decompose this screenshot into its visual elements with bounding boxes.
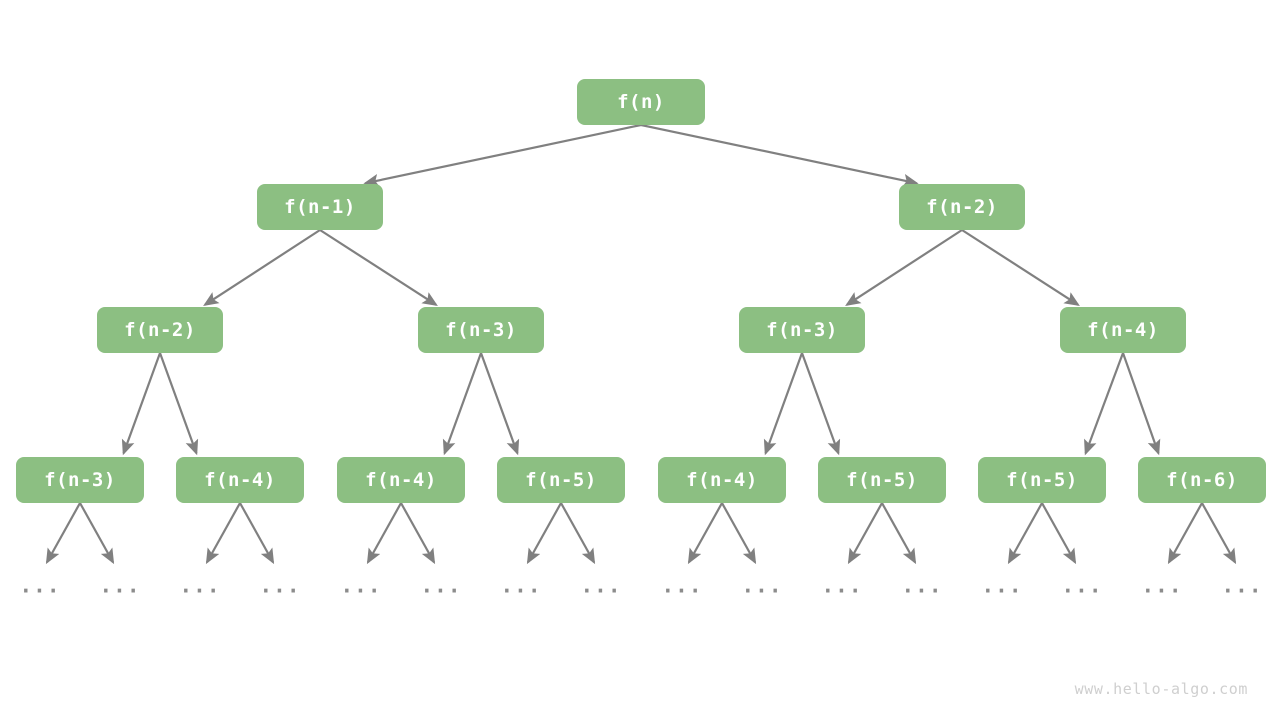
ellipsis-d14: ... — [1141, 573, 1183, 598]
leaf-edge-n13-d13 — [1041, 502, 1077, 565]
edge-n6-n14 — [1121, 352, 1161, 456]
leaf-edge-n12-d11 — [881, 502, 917, 565]
tree-node-label: f(n-4) — [365, 469, 437, 491]
ellipsis-d7: ... — [580, 573, 622, 598]
tree-node-n5: f(n-3) — [739, 307, 865, 353]
tree-node-n11: f(n-4) — [658, 457, 786, 503]
edge-n1-n4 — [319, 229, 438, 307]
tree-node-label: f(n-5) — [525, 469, 597, 491]
tree-node-n8: f(n-4) — [176, 457, 304, 503]
tree-node-label: f(n-4) — [686, 469, 758, 491]
tree-node-label: f(n-4) — [1087, 319, 1159, 341]
tree-node-label: f(n-3) — [445, 319, 517, 341]
tree-node-label: f(n-3) — [766, 319, 838, 341]
tree-node-label: f(n-5) — [1006, 469, 1078, 491]
ellipsis-d15: ... — [1221, 573, 1263, 598]
tree-node-label: f(n) — [617, 91, 665, 113]
tree-node-label: f(n-5) — [846, 469, 918, 491]
tree-node-n14: f(n-6) — [1138, 457, 1266, 503]
tree-node-label: f(n-2) — [124, 319, 196, 341]
leaf-edge-n10-d6 — [526, 502, 562, 565]
tree-node-n0: f(n) — [577, 79, 705, 125]
tree-node-n12: f(n-5) — [818, 457, 946, 503]
tree-edges — [121, 123, 1161, 456]
edge-n0-n2 — [640, 123, 919, 187]
ellipsis-d11: ... — [901, 573, 943, 598]
edge-n5-n11 — [763, 352, 804, 456]
tree-node-label: f(n-1) — [284, 196, 356, 218]
edge-n4-n9 — [442, 352, 483, 456]
tree-node-n3: f(n-2) — [97, 307, 223, 353]
tree-node-n7: f(n-3) — [16, 457, 144, 503]
leaf-edge-n13-d12 — [1007, 502, 1043, 565]
ellipsis-d5: ... — [420, 573, 462, 598]
tree-node-n6: f(n-4) — [1060, 307, 1186, 353]
ellipsis-d0: ... — [19, 573, 61, 598]
leaf-edge-n11-d8 — [687, 502, 723, 565]
leaf-edge-n8-d2 — [205, 502, 241, 565]
tree-node-n4: f(n-3) — [418, 307, 544, 353]
tree-node-label: f(n-4) — [204, 469, 276, 491]
ellipsis-d12: ... — [981, 573, 1023, 598]
tree-node-n9: f(n-4) — [337, 457, 465, 503]
tree-node-label: f(n-3) — [44, 469, 116, 491]
edge-n1-n3 — [203, 229, 321, 307]
leaf-edge-n12-d10 — [847, 502, 883, 565]
tree-node-n10: f(n-5) — [497, 457, 625, 503]
edge-n6-n13 — [1084, 352, 1125, 456]
ellipsis-d8: ... — [661, 573, 703, 598]
leaf-edge-n7-d0 — [45, 502, 81, 565]
tree-node-n1: f(n-1) — [257, 184, 383, 230]
leaf-edge-n7-d1 — [79, 502, 115, 565]
tree-node-label: f(n-2) — [926, 196, 998, 218]
leaf-edge-n14-d15 — [1201, 502, 1237, 565]
edge-n4-n10 — [479, 352, 520, 456]
leaf-edges — [45, 502, 1237, 565]
leaf-edge-n14-d14 — [1167, 502, 1203, 565]
ellipsis-d4: ... — [340, 573, 382, 598]
ellipsis-d10: ... — [821, 573, 863, 598]
ellipsis-d2: ... — [179, 573, 221, 598]
leaf-edge-n8-d3 — [239, 502, 275, 565]
edge-n0-n1 — [363, 123, 642, 187]
ellipsis-d1: ... — [99, 573, 141, 598]
tree-node-label: f(n-6) — [1166, 469, 1238, 491]
edge-n2-n6 — [961, 229, 1080, 307]
leaf-edge-n9-d5 — [400, 502, 436, 565]
tree-node-n2: f(n-2) — [899, 184, 1025, 230]
edge-n3-n8 — [158, 352, 199, 456]
edge-n3-n7 — [121, 352, 162, 456]
leaf-edge-n11-d9 — [721, 502, 757, 565]
watermark: www.hello-algo.com — [1074, 680, 1248, 698]
ellipsis-d6: ... — [500, 573, 542, 598]
ellipsis-d3: ... — [259, 573, 301, 598]
edge-n5-n12 — [800, 352, 841, 456]
leaf-edge-n9-d4 — [366, 502, 402, 565]
leaf-edge-n10-d7 — [560, 502, 596, 565]
ellipsis-d9: ... — [741, 573, 783, 598]
tree-node-n13: f(n-5) — [978, 457, 1106, 503]
edge-n2-n5 — [845, 229, 963, 307]
ellipsis-d13: ... — [1061, 573, 1103, 598]
